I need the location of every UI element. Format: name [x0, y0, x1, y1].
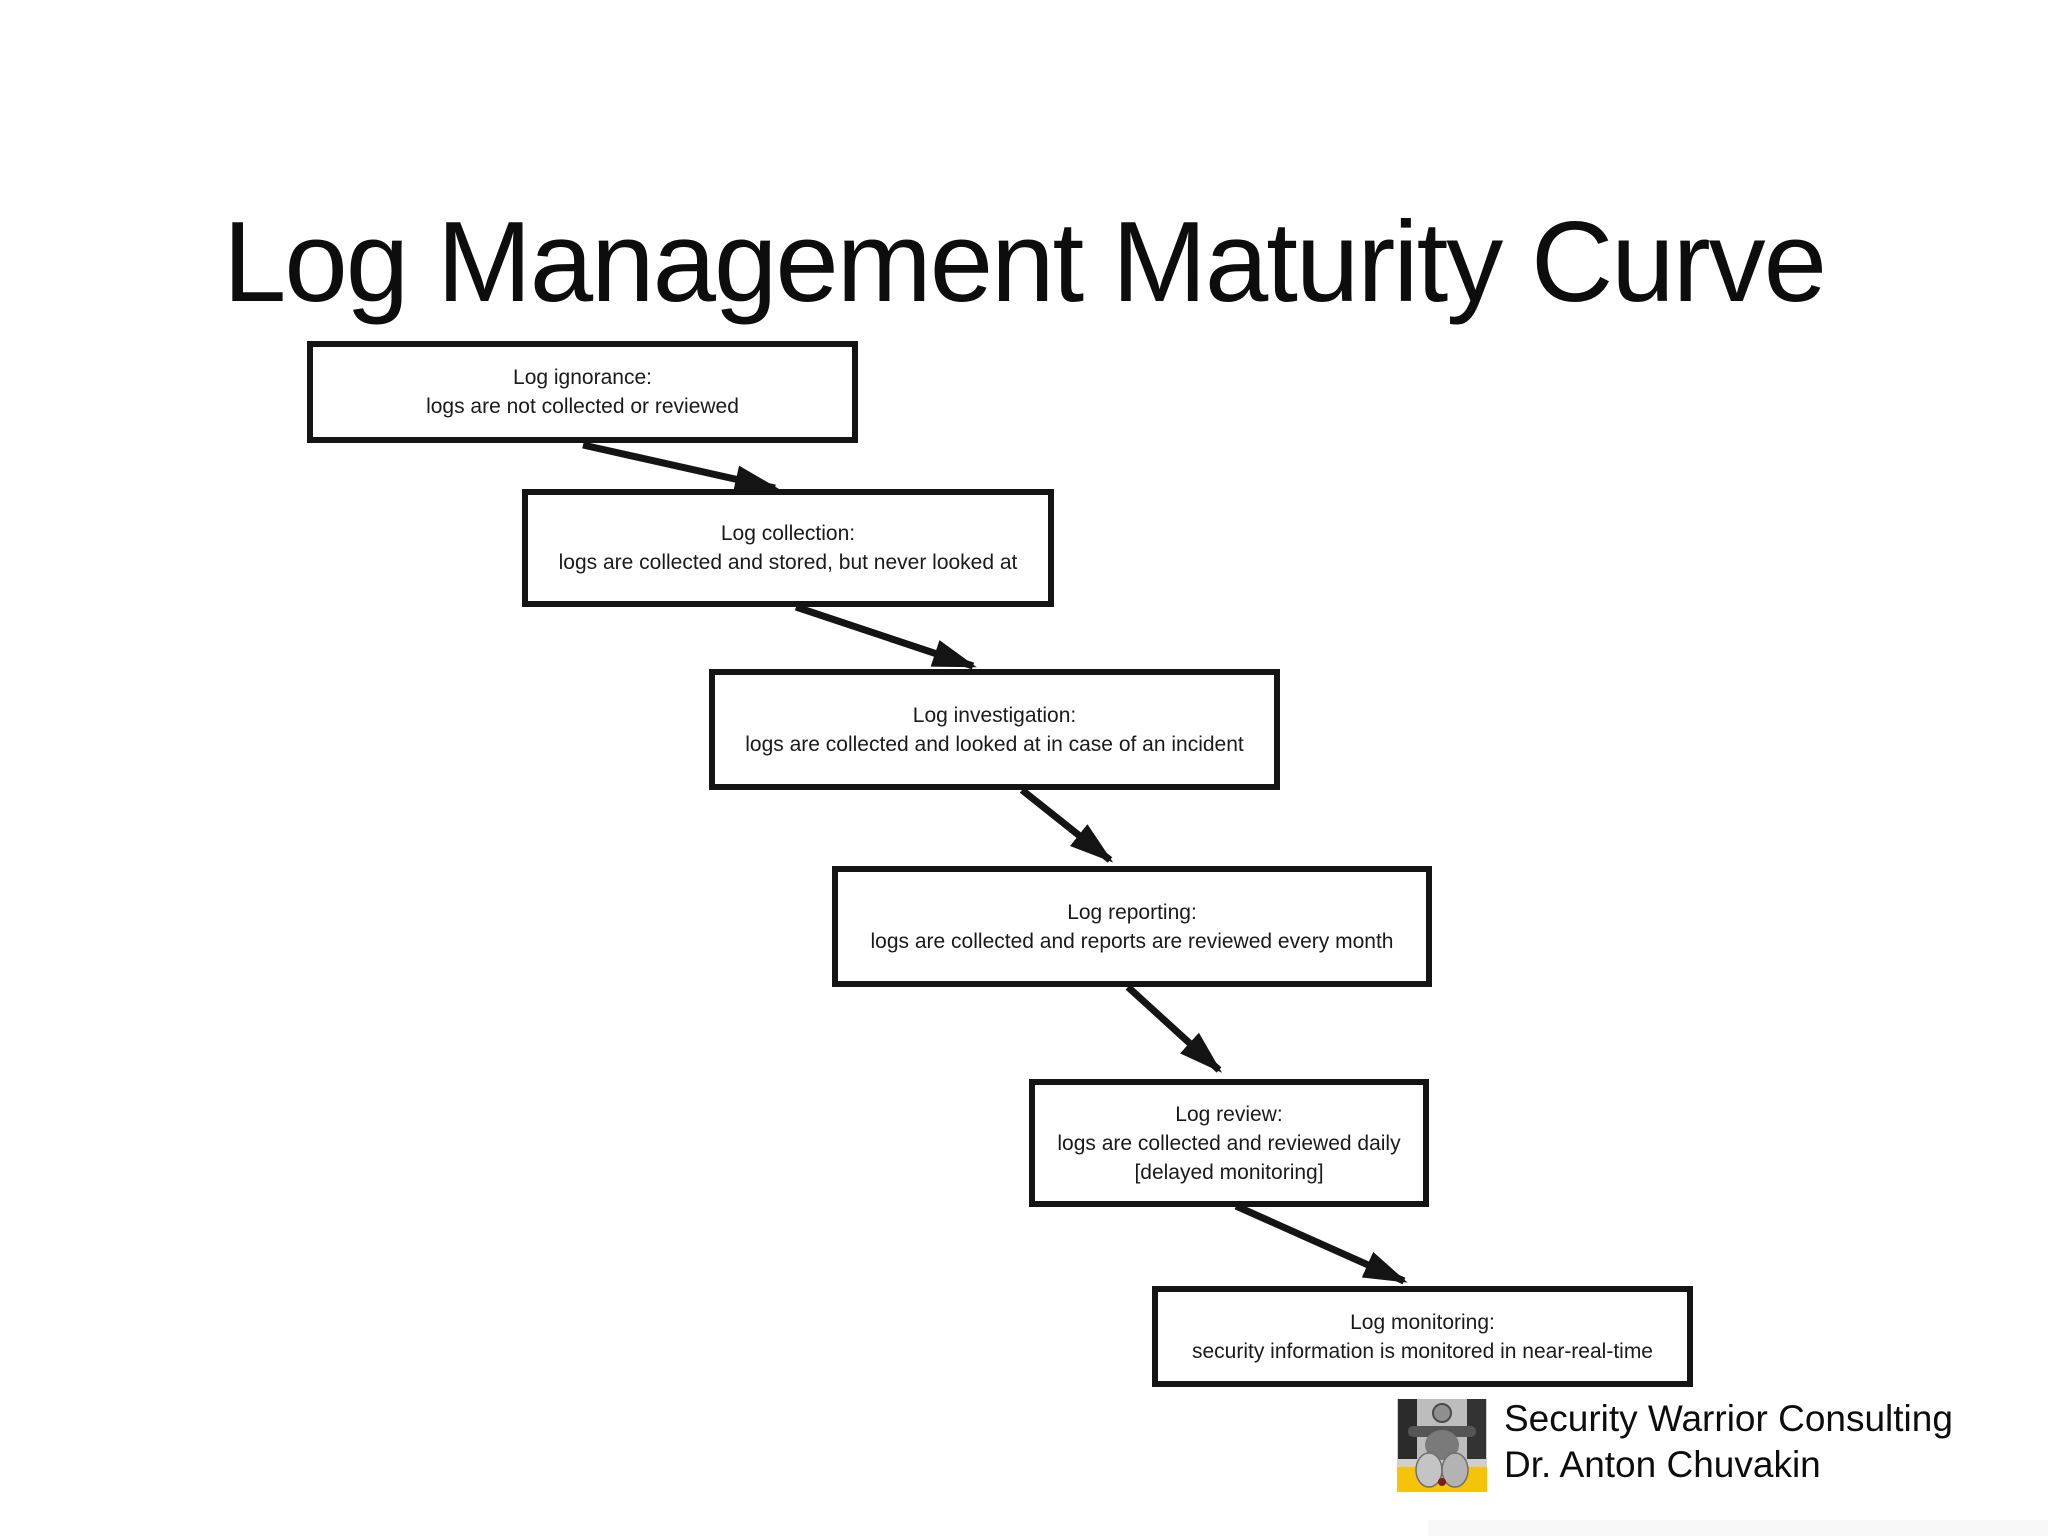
node-desc: logs are not collected or reviewed — [426, 395, 739, 418]
page-title: Log Management Maturity Curve — [222, 199, 1827, 327]
node-log-reporting: Log reporting: logs are collected and re… — [832, 866, 1432, 987]
node-title: Log ignorance: — [513, 366, 652, 389]
attribution-company: Security Warrior Consulting — [1504, 1398, 1953, 1439]
node-log-collection: Log collection: logs are collected and s… — [522, 489, 1054, 607]
arrow-review-to-monitoring — [1234, 1202, 1408, 1285]
node-title: Log investigation: — [912, 703, 1077, 727]
node-title: Log review: — [1175, 1102, 1283, 1126]
node-log-ignorance: Log ignorance: logs are not collected or… — [307, 341, 858, 443]
node-title: Log reporting: — [1067, 900, 1197, 924]
attribution: Security Warrior Consulting Dr. Anton Ch… — [1504, 1396, 1953, 1488]
arrow-collection-to-investigation — [794, 603, 977, 670]
bottom-edge-strip — [1428, 1520, 2048, 1536]
node-desc: logs are collected and stored, but never… — [558, 551, 1018, 574]
node-note: [delayed monitoring] — [1134, 1160, 1324, 1184]
node-log-investigation: Log investigation: logs are collected an… — [709, 669, 1280, 790]
node-log-review: Log review: logs are collected and revie… — [1029, 1079, 1429, 1207]
node-desc: security information is monitored in nea… — [1191, 1339, 1653, 1363]
security-warrior-logo — [1397, 1399, 1487, 1492]
node-desc: logs are collected and looked at in case… — [745, 732, 1244, 756]
attribution-author: Dr. Anton Chuvakin — [1504, 1444, 1821, 1485]
node-title: Log collection: — [720, 522, 856, 545]
node-title: Log monitoring: — [1350, 1310, 1495, 1334]
node-log-monitoring: Log monitoring: security information is … — [1152, 1286, 1693, 1387]
node-desc: logs are collected and reviewed daily — [1057, 1131, 1401, 1155]
arrow-ignorance-to-collection — [582, 441, 779, 493]
arrow-investigation-to-reporting — [1019, 787, 1114, 863]
arrow-reporting-to-review — [1125, 984, 1222, 1073]
node-desc: logs are collected and reports are revie… — [870, 929, 1394, 953]
